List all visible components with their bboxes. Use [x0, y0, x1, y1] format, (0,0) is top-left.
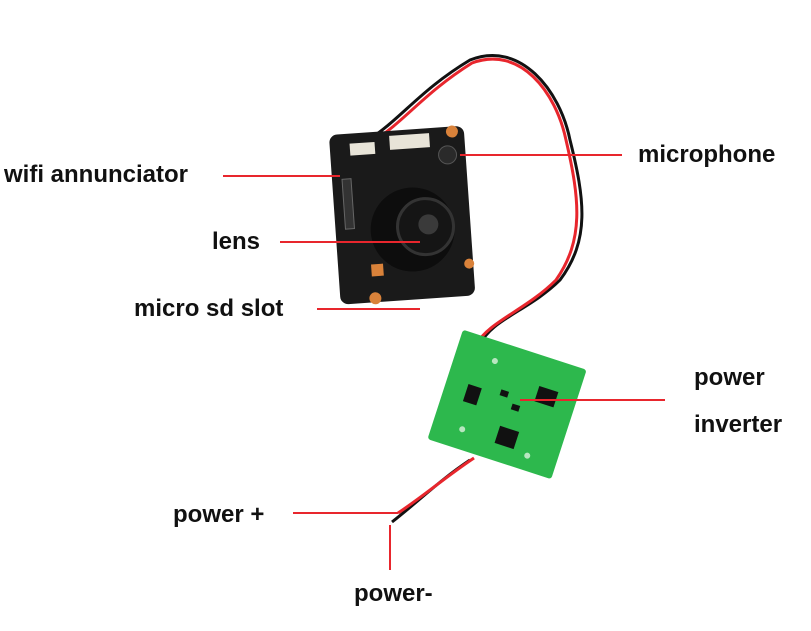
cable-loop — [367, 53, 584, 346]
label-power-inverter-line1: power — [694, 364, 765, 391]
inverter-board — [428, 330, 586, 479]
label-micro-sd-slot: micro sd slot — [134, 295, 284, 322]
label-power-minus: power- — [354, 580, 433, 607]
label-microphone: microphone — [638, 141, 776, 168]
label-wifi-annunciator: wifi annunciator — [4, 161, 189, 188]
label-lens: lens — [212, 228, 261, 255]
camera-board — [329, 125, 475, 305]
power-leads — [391, 456, 475, 524]
label-power-inverter-line2: inverter — [694, 411, 783, 438]
label-power-plus: power + — [173, 501, 265, 528]
leader-lines — [223, 154, 665, 570]
